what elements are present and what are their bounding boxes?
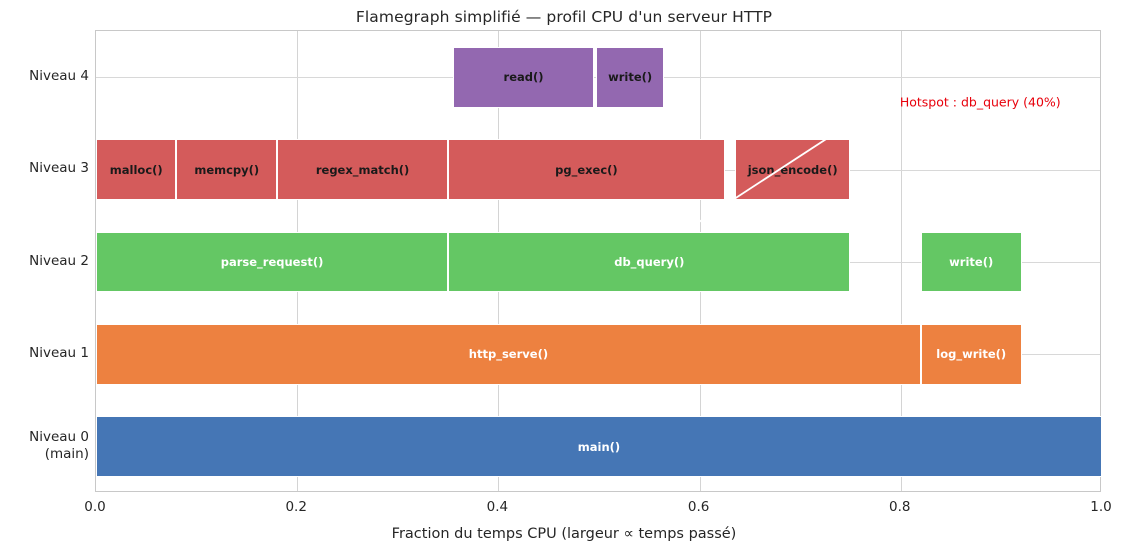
flame-frame-label: db_query() [614,254,685,269]
flame-frame[interactable]: write() [920,231,1022,293]
flame-frame-label: write() [949,254,994,269]
flame-frame[interactable]: http_serve() [96,323,921,385]
page-title: Flamegraph simplifié — profil CPU d'un s… [355,8,773,26]
x-axis-tick-label: 0.8 [889,499,911,515]
flame-frame-label: json_encode() [747,162,838,177]
x-axis-tick-label: 0.6 [687,499,710,515]
x-axis-tick-label: 1.0 [1090,499,1112,515]
hotspot-annotation-text: Hotspot : db_query (40%) [899,94,1061,110]
gridline-vertical [900,31,902,491]
y-axis-tick-line: Niveau 1 [29,344,89,361]
y-axis-tick-label: Niveau 4 [0,68,89,85]
flame-frame[interactable]: main() [96,416,1102,478]
y-axis-tick-label: Niveau 0(main) [0,429,89,463]
y-axis-tick-line: Niveau 4 [29,67,89,84]
flame-frame-label: memcpy() [194,162,260,177]
flame-frame[interactable]: json_encode() [734,139,851,201]
flame-frame[interactable]: parse_request() [96,231,449,293]
flame-frame[interactable]: pg_exec() [448,139,725,201]
plot-area: main() http_serve() log_write() parse_reque… [95,30,1102,492]
flame-frame[interactable]: write() [595,46,665,108]
flame-frame-label: pg_exec() [555,162,618,177]
flame-frame[interactable]: log_write() [920,323,1022,385]
flame-frame-label: regex_match() [315,162,410,177]
flame-frame[interactable]: regex_match() [277,139,449,201]
flame-frame[interactable]: memcpy() [176,139,278,201]
flame-frame-label: write() [608,70,653,85]
flame-frame-label: parse_request() [220,254,324,269]
flame-frame[interactable]: read() [453,46,594,108]
x-axis-tick-label: 0.0 [84,499,106,515]
y-axis-tick-label: Niveau 3 [0,160,89,177]
x-axis-tick-label: 0.4 [486,499,509,515]
flame-frame-label: read() [503,70,544,85]
x-axis-tick-label: 0.2 [285,499,307,515]
flame-frame-label: malloc() [109,162,163,177]
y-axis-tick-line: (main) [44,445,89,462]
y-axis-tick-line: Niveau 3 [29,160,89,177]
x-axis-label: Fraction du temps CPU (largeur ∝ temps p… [391,526,737,542]
y-axis-tick-label: Niveau 1 [0,345,89,362]
flame-frame[interactable]: malloc() [96,139,177,201]
flame-frame-label: http_serve() [468,347,549,362]
flame-frame-label: main() [577,439,621,454]
flame-frame-label: log_write() [936,347,1007,362]
y-axis-tick-line: Niveau 0 [29,428,89,445]
y-axis-tick-line: Niveau 2 [29,252,89,269]
y-axis-tick-label: Niveau 2 [0,253,89,270]
flame-frame[interactable]: db_query() [448,231,851,293]
